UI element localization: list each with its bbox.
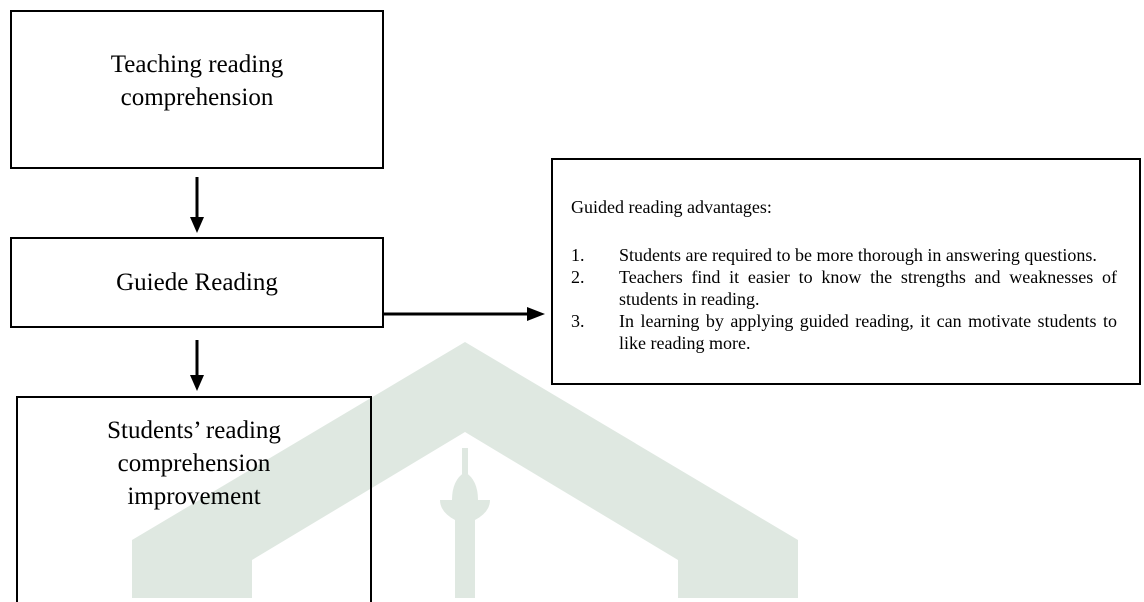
watermark-dome	[440, 472, 490, 598]
improvement-box: Students’ reading comprehension improvem…	[16, 396, 372, 602]
watermark-spire	[462, 448, 468, 474]
guided-reading-box: Guiede Reading	[10, 237, 384, 328]
advantage-number: 1.	[571, 245, 585, 265]
advantage-text: In learning by applying guided reading, …	[619, 311, 1117, 353]
guided-reading-label: Guiede Reading	[116, 269, 278, 296]
advantage-number: 2.	[571, 267, 585, 287]
advantages-list: 1. Students are required to be more thor…	[571, 244, 1117, 354]
advantage-text: Students are required to be more thoroug…	[619, 245, 1097, 265]
advantages-title: Guided reading advantages:	[571, 197, 772, 217]
advantage-text: Teachers find it easier to know the stre…	[619, 267, 1117, 309]
advantage-item-2: 2. Teachers find it easier to know the s…	[571, 266, 1117, 310]
advantages-box: Guided reading advantages: 1. Students a…	[551, 158, 1141, 385]
teaching-reading-box: Teaching reading comprehension	[10, 10, 384, 169]
advantage-item-3: 3. In learning by applying guided readin…	[571, 310, 1117, 354]
watermark-hexagon	[132, 342, 798, 598]
advantage-number: 3.	[571, 311, 585, 331]
teaching-reading-label: Teaching reading comprehension	[110, 51, 284, 111]
advantage-item-1: 1. Students are required to be more thor…	[571, 244, 1117, 266]
arrow-guided-to-advantages	[384, 307, 545, 321]
arrow-guided-to-improvement	[190, 340, 204, 391]
improvement-label: Students’ reading comprehension improvem…	[107, 417, 281, 510]
arrow-teaching-to-guided	[190, 177, 204, 233]
